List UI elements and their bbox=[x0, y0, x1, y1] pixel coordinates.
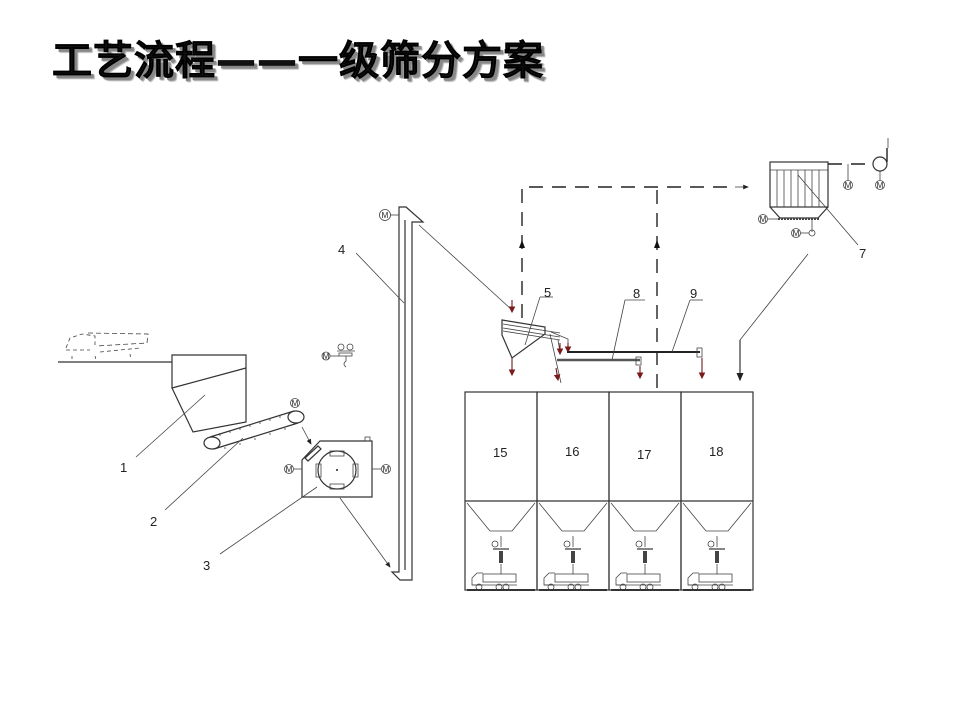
svg-text:M: M bbox=[793, 229, 800, 238]
silo-label: 18 bbox=[709, 444, 723, 459]
silo-label: 17 bbox=[637, 447, 651, 462]
discharge-valve-icon bbox=[707, 536, 725, 574]
discharge-valve-icon bbox=[635, 536, 653, 574]
truck-icon bbox=[611, 572, 679, 591]
label-7: 7 bbox=[859, 246, 866, 261]
svg-text:M: M bbox=[760, 215, 767, 224]
page-title: 工艺流程——一级筛分方案 bbox=[52, 38, 544, 85]
motor-icon: M bbox=[843, 180, 853, 190]
dust-extraction-line bbox=[519, 184, 749, 388]
svg-text:M: M bbox=[383, 465, 390, 474]
motor-icon: M bbox=[758, 214, 778, 224]
label-2: 2 bbox=[150, 514, 157, 529]
label-1: 1 bbox=[120, 460, 127, 475]
screw-conveyor-8 bbox=[557, 356, 642, 366]
leader-lines bbox=[135, 174, 859, 555]
truck-icon bbox=[467, 572, 535, 591]
svg-text:M: M bbox=[382, 211, 389, 220]
silo-18: 18 bbox=[680, 391, 754, 591]
screw-conveyor-9 bbox=[567, 347, 703, 358]
svg-text:M: M bbox=[323, 352, 330, 361]
bag-filter bbox=[769, 138, 889, 232]
motor-icon: M bbox=[290, 398, 300, 408]
label-4: 4 bbox=[338, 242, 345, 257]
bucket-elevator bbox=[390, 206, 425, 581]
discharge-valve-icon bbox=[563, 536, 581, 574]
silo-bank: 15 16 17 18 bbox=[464, 391, 754, 591]
silo-15: 15 bbox=[464, 391, 538, 591]
crusher bbox=[301, 436, 373, 498]
svg-text:M: M bbox=[286, 465, 293, 474]
motor-icon: M bbox=[875, 180, 885, 190]
motor-icon: M bbox=[372, 464, 391, 474]
silo-label: 15 bbox=[493, 445, 507, 460]
svg-text:M: M bbox=[292, 399, 299, 408]
truck-icon bbox=[539, 572, 607, 591]
silo-label: 16 bbox=[565, 444, 579, 459]
label-3: 3 bbox=[203, 558, 210, 573]
motor-icon: M bbox=[284, 464, 302, 474]
svg-text:M: M bbox=[845, 181, 852, 190]
discharge-valve-icon bbox=[491, 536, 509, 574]
truck-icon bbox=[683, 572, 751, 591]
hopper bbox=[171, 354, 247, 433]
svg-text:M: M bbox=[877, 181, 884, 190]
hoist-icon: M bbox=[321, 343, 355, 368]
dump-truck-icon bbox=[58, 332, 172, 363]
label-9: 9 bbox=[690, 286, 697, 301]
belt-conveyor bbox=[203, 410, 305, 450]
silo-17: 17 bbox=[608, 391, 682, 591]
motor-icon: M bbox=[791, 228, 816, 238]
silo-16: 16 bbox=[536, 391, 610, 591]
label-5: 5 bbox=[544, 285, 551, 300]
motor-icon: M bbox=[379, 209, 399, 221]
label-8: 8 bbox=[633, 286, 640, 301]
